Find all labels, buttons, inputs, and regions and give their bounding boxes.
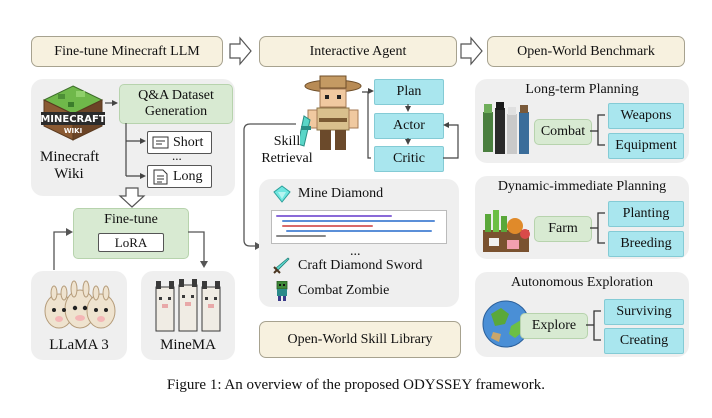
llama3-label: LLaMA 3: [49, 337, 109, 353]
skill-library-box: Open-World Skill Library: [259, 321, 461, 358]
stage-benchmark-box: Open-World Benchmark: [487, 36, 685, 67]
skill-craft-diamond-sword: Craft Diamond Sword: [298, 258, 423, 273]
creating-box: Creating: [604, 328, 684, 354]
skill-code-snippet: [271, 210, 447, 244]
dynamic-planning-title: Dynamic-immediate Planning: [497, 179, 667, 194]
short-doc-icon: [152, 136, 169, 148]
long-label: Long: [173, 168, 203, 184]
planting-label: Planting: [622, 206, 670, 221]
plan-label: Plan: [396, 84, 422, 99]
actor-box: Actor: [374, 113, 444, 139]
qa-dots: ...: [172, 148, 182, 163]
short-answer-box: Short: [147, 131, 212, 154]
logo-text: MINECRAFT: [40, 114, 105, 125]
logo-subtext: WIKI: [64, 127, 82, 135]
critic-label: Critic: [393, 151, 425, 166]
actor-label: Actor: [393, 118, 425, 133]
stage-interactive-agent-box: Interactive Agent: [259, 36, 457, 67]
combat-node: Combat: [534, 119, 592, 145]
qa-dataset-generation-box: Q&A Dataset Generation: [119, 84, 233, 124]
planting-box: Planting: [608, 201, 684, 227]
short-label: Short: [173, 134, 204, 150]
autonomous-exploration-title: Autonomous Exploration: [511, 275, 653, 290]
breeding-box: Breeding: [608, 231, 684, 257]
skill-combat-zombie: Combat Zombie: [298, 283, 390, 298]
minema-mascot-icon: [155, 279, 221, 332]
diamond-sword-icon: [273, 257, 290, 274]
creating-label: Creating: [619, 333, 669, 348]
weapons-box: Weapons: [608, 103, 684, 129]
llama-mascot-icon: [44, 280, 116, 329]
explore-node: Explore: [520, 313, 588, 339]
stage-fine-tune-label: Fine-tune Minecraft LLM: [54, 43, 200, 59]
skill-mine-diamond: Mine Diamond: [298, 186, 384, 201]
farm-node: Farm: [534, 216, 592, 242]
equipment-label: Equipment: [615, 138, 677, 153]
stage-benchmark-label: Open-World Benchmark: [517, 43, 655, 59]
long-doc-icon: [153, 169, 168, 184]
surviving-box: Surviving: [604, 299, 684, 325]
agent-character-icon: [300, 75, 362, 150]
plan-box: Plan: [374, 79, 444, 105]
figure-caption: Figure 1: An overview of the proposed OD…: [166, 377, 546, 393]
stage-fine-tune-box: Fine-tune Minecraft LLM: [31, 36, 223, 67]
farm-label: Farm: [548, 221, 578, 236]
fine-tune-box: Fine-tune LoRA: [73, 208, 189, 259]
minecraft-wiki-logo-icon: MINECRAFT WIKI: [40, 85, 106, 141]
surviving-label: Surviving: [616, 304, 672, 319]
stage-interactive-agent-label: Interactive Agent: [309, 43, 407, 59]
long-answer-box: Long: [147, 165, 212, 188]
equipment-box: Equipment: [608, 133, 684, 159]
minecraft-wiki-label: Minecraft Wiki: [40, 149, 100, 182]
lora-label: LoRA: [114, 234, 148, 250]
qa-dataset-generation-label: Q&A Dataset Generation: [138, 88, 214, 119]
lora-box: LoRA: [98, 233, 164, 252]
critic-box: Critic: [374, 146, 444, 172]
combat-label: Combat: [540, 124, 586, 139]
skill-library-label: Open-World Skill Library: [287, 331, 433, 347]
zombie-icon: [276, 281, 288, 301]
explore-label: Explore: [531, 318, 577, 333]
weapons-label: Weapons: [620, 108, 672, 123]
skill-dots: ...: [350, 244, 361, 259]
skill-retrieval-label: Skill Retrieval: [261, 134, 313, 166]
long-term-planning-title: Long-term Planning: [525, 82, 639, 97]
minema-label: MineMA: [160, 337, 216, 353]
farm-icon: [483, 210, 530, 252]
combat-mobs-icon: [483, 102, 529, 154]
diamond-icon: [273, 185, 291, 203]
fine-tune-label: Fine-tune: [104, 212, 158, 227]
breeding-label: Breeding: [620, 236, 672, 251]
